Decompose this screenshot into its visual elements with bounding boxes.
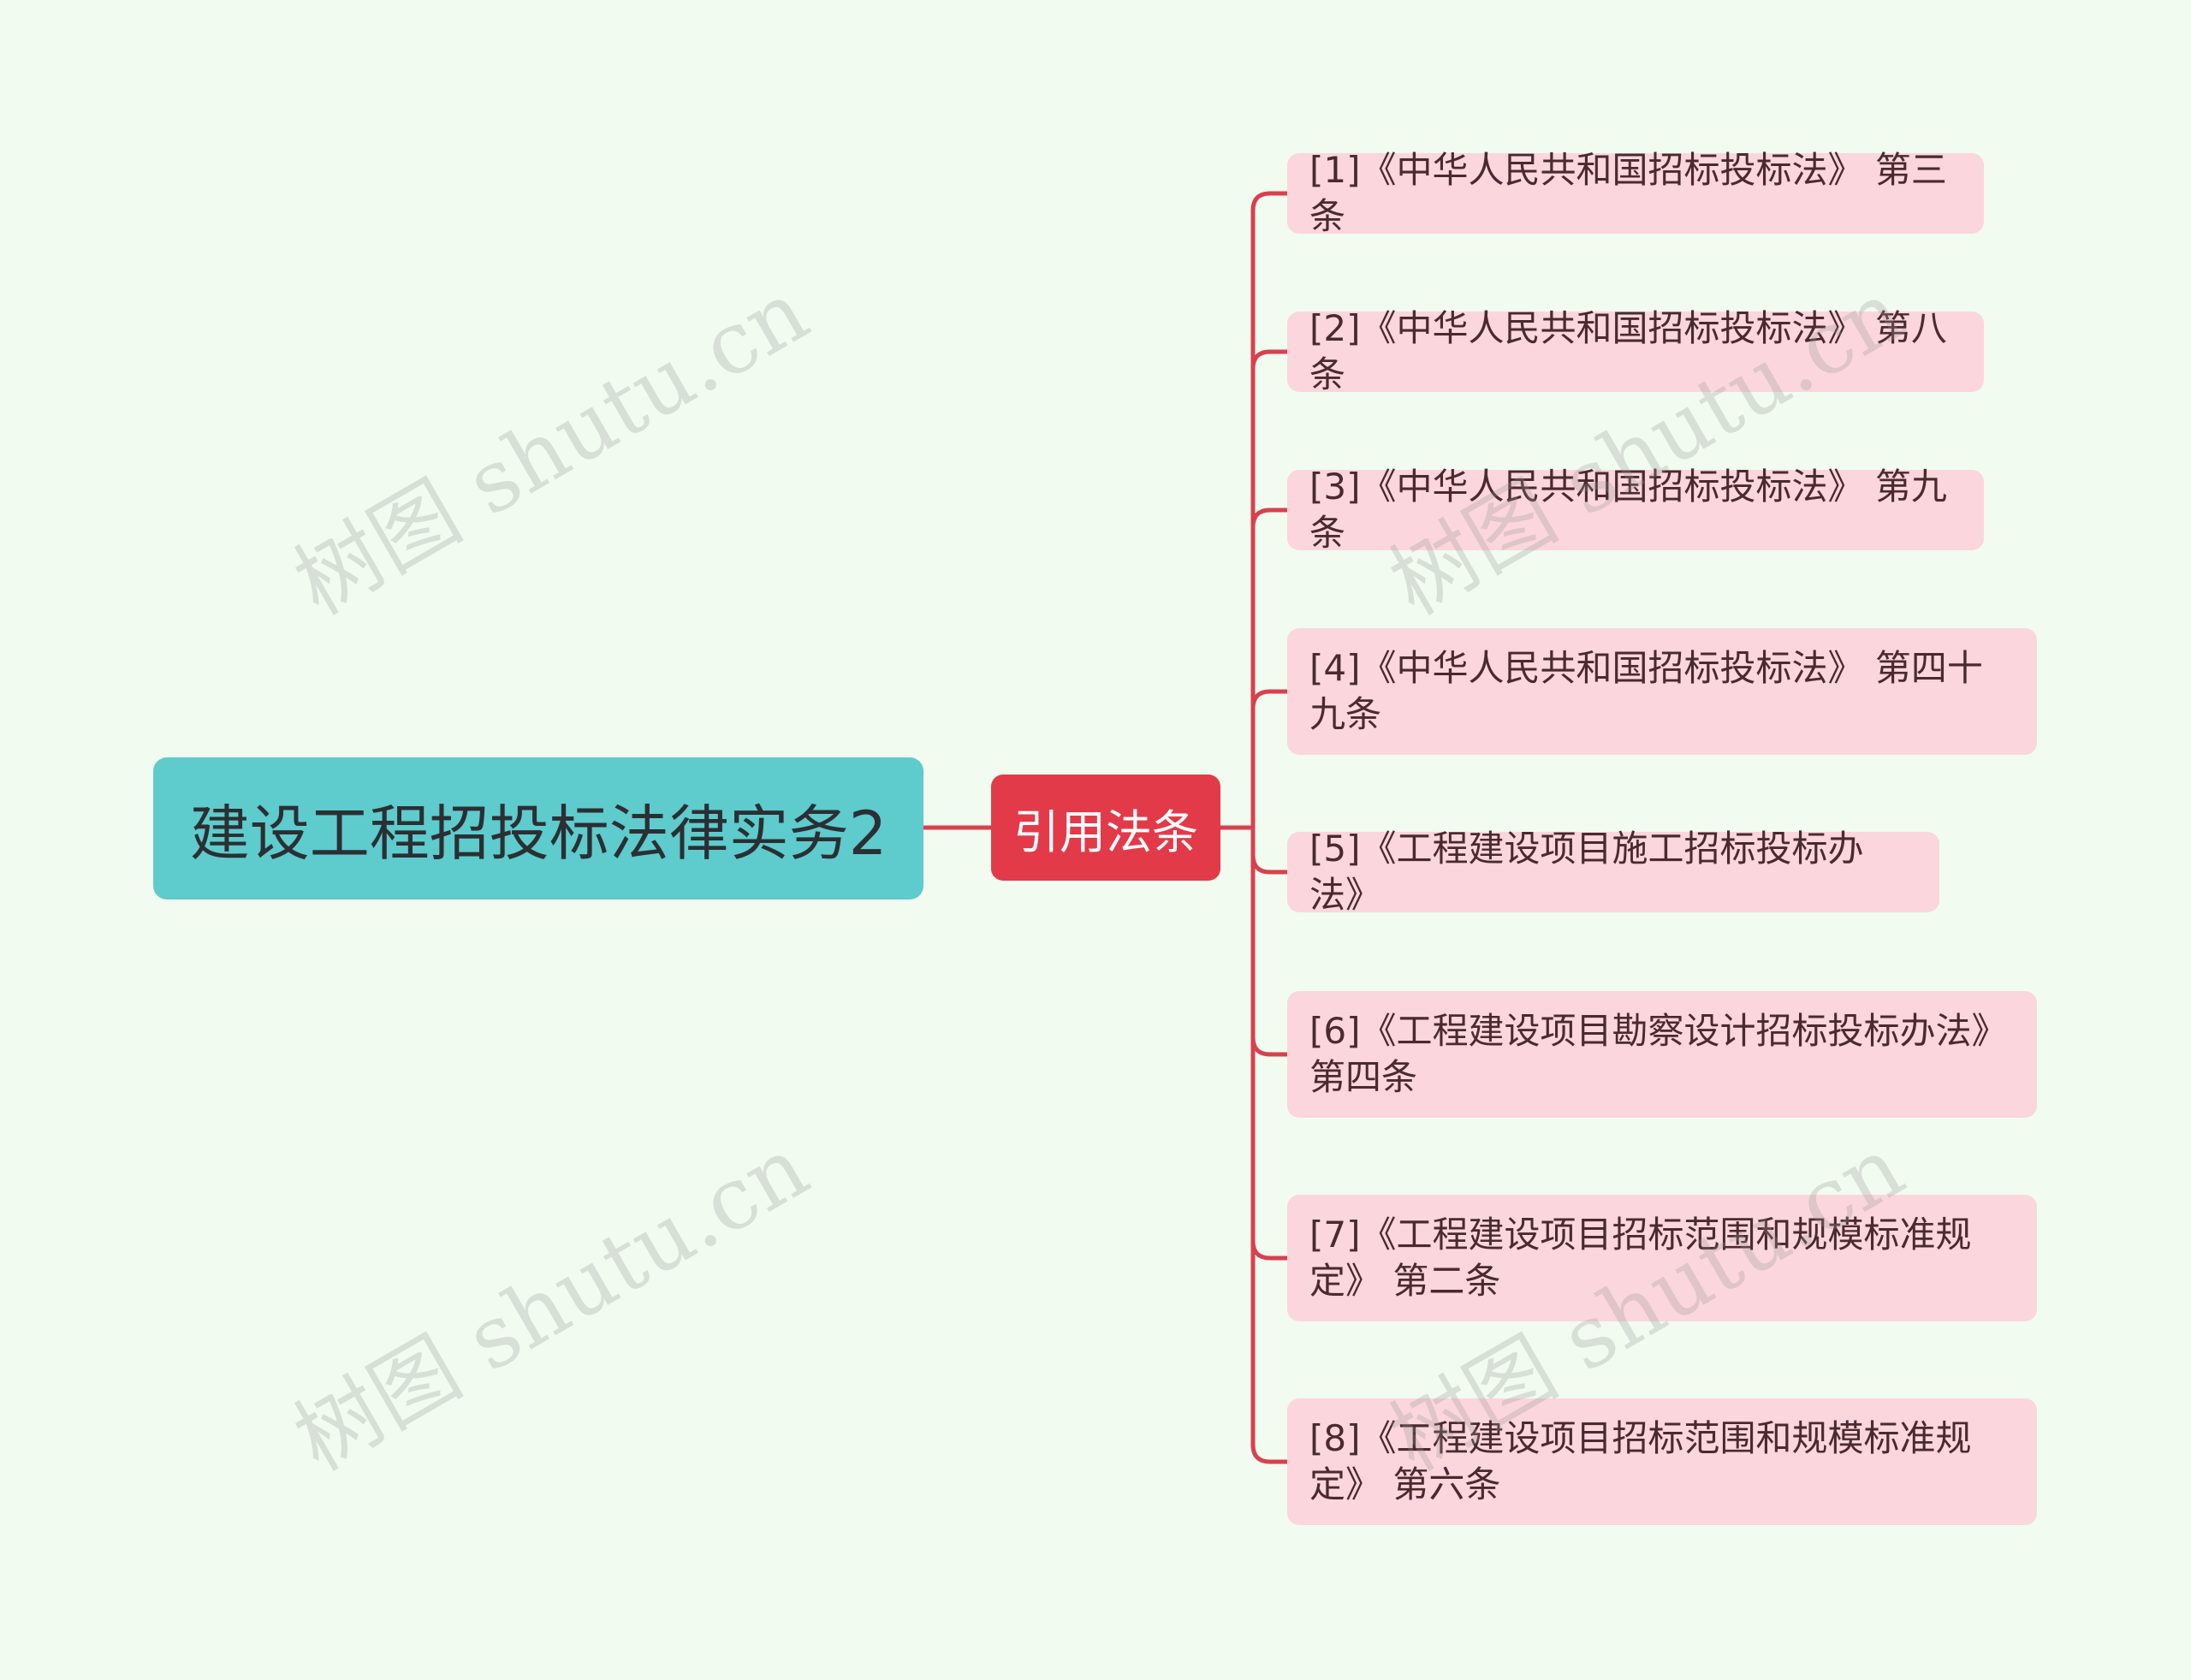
branch-node[interactable]: 引用法条 — [991, 775, 1220, 881]
leaf-node-5[interactable]: [5]《工程建设项目施工招标投标办法》 — [1287, 828, 1939, 916]
leaf-node-label: [3]《中华人民共和国招标投标法》 第九条 — [1309, 466, 1947, 554]
leaf-node-label: [5]《工程建设项目施工招标投标办法》 — [1309, 828, 1864, 916]
leaf-node-2[interactable]: [2]《中华人民共和国招标投标法》 第八条 — [1287, 307, 1984, 395]
leaf-connector-5 — [1250, 828, 1287, 875]
leaf-node-6[interactable]: [6]《工程建设项目勘察设计招标投标办法》 第四条 — [1287, 991, 2037, 1118]
branch-node-label: 引用法条 — [1013, 804, 1198, 859]
leaf-node-1[interactable]: [1]《中华人民共和国招标投标法》 第三条 — [1287, 149, 1984, 237]
leaf-connector-3 — [1250, 508, 1287, 828]
root-node-label: 建设工程招投标法律实务2 — [189, 798, 888, 869]
leaf-connector-1 — [1250, 191, 1287, 828]
leaf-node-8[interactable]: [8]《工程建设项目招标范围和规模标准规定》 第六条 — [1287, 1398, 2037, 1525]
leaf-node-label: [7]《工程建设项目招标范围和规模标准规定》 第二条 — [1309, 1214, 1972, 1302]
root-node[interactable]: 建设工程招投标法律实务2 — [153, 757, 923, 899]
leaf-node-label: [8]《工程建设项目招标范围和规模标准规定》 第六条 — [1309, 1417, 1972, 1505]
leaf-node-4[interactable]: [4]《中华人民共和国招标投标法》 第四十九条 — [1287, 628, 2037, 755]
leaf-node-label: [6]《工程建设项目勘察设计招标投标办法》 第四条 — [1309, 1010, 2008, 1098]
leaf-node-3[interactable]: [3]《中华人民共和国招标投标法》 第九条 — [1287, 466, 1984, 554]
leaf-node-7[interactable]: [7]《工程建设项目招标范围和规模标准规定》 第二条 — [1287, 1195, 2037, 1321]
leaf-connector-7 — [1250, 828, 1287, 1261]
leaf-node-label: [1]《中华人民共和国招标投标法》 第三条 — [1309, 149, 1947, 237]
leaf-connector-8 — [1250, 828, 1287, 1464]
leaf-node-label: [4]《中华人民共和国招标投标法》 第四十九条 — [1309, 647, 1983, 735]
leaf-connector-6 — [1250, 828, 1287, 1057]
leaf-connector-4 — [1250, 689, 1287, 828]
leaf-node-label: [2]《中华人民共和国招标投标法》 第八条 — [1309, 307, 1947, 395]
leaf-connector-2 — [1250, 349, 1287, 828]
